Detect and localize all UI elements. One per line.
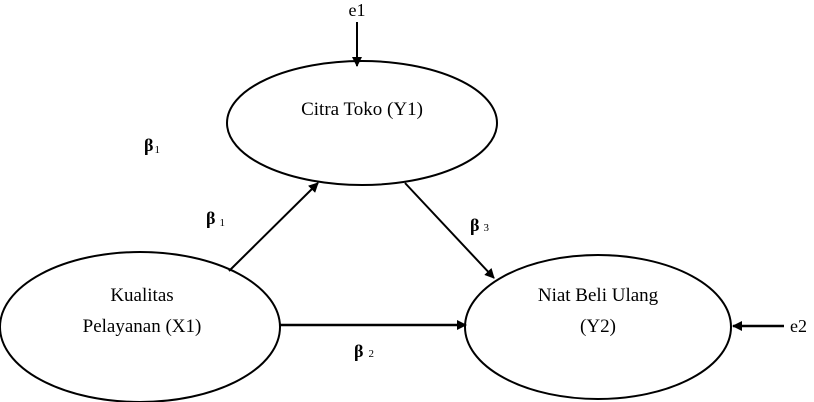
niat-beli-label-line2: (Y2) (580, 316, 616, 337)
niat-beli-label-line1: Niat Beli Ulang (538, 285, 659, 306)
stray-beta-subscript: 1 (154, 144, 160, 156)
stray-beta-label: β1 (144, 135, 160, 156)
e2-label: e2 (790, 316, 807, 336)
stray-beta-symbol: β (144, 135, 153, 155)
beta-1-symbol: β (206, 208, 215, 228)
arrow-citra-toko-to-niat-beli (404, 182, 495, 279)
beta-1-subscript: 1 (219, 217, 225, 229)
beta-3-symbol: β (470, 215, 479, 235)
kualitas-label-line1: Kualitas (110, 285, 173, 306)
arrow-kualitas-to-citra-toko (228, 182, 319, 272)
e1-label: e1 (349, 0, 366, 20)
citra-toko-label: Citra Toko (Y1) (301, 99, 423, 120)
kualitas-label-line2: Pelayanan (X1) (83, 316, 202, 337)
citra-toko-node (226, 60, 498, 186)
kualitas-pelayanan-node (0, 251, 281, 402)
beta-2-subscript: 2 (368, 348, 374, 360)
beta-3-subscript: 3 (483, 222, 489, 234)
beta-2-symbol: β (354, 341, 363, 361)
